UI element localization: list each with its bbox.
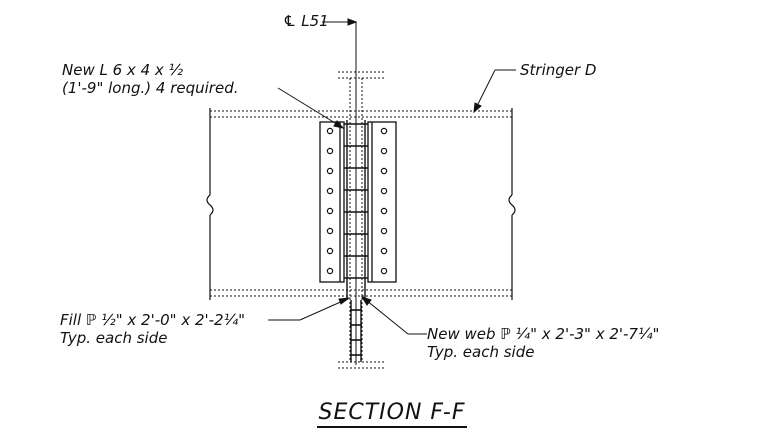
- left-angle: [319, 121, 345, 283]
- stringer-label: Stringer D: [520, 61, 597, 79]
- bolt-holes-left: [326, 127, 334, 275]
- leader-fill: [268, 297, 351, 321]
- web-hatching: [344, 123, 368, 356]
- stringer-right-end: [508, 108, 516, 300]
- stringer-bottom-flange: [210, 289, 512, 297]
- right-angle: [367, 121, 397, 283]
- fill-label-line2: Typ. each side: [60, 329, 168, 347]
- web-label-line2: Typ. each side: [427, 343, 535, 361]
- centerline-label: ℄ L51: [283, 12, 329, 30]
- floorbeam-top-flange: [338, 71, 386, 79]
- web-label-line1: New web ℙ ¼" x 2'-3" x 2'-7¼": [427, 325, 660, 343]
- floorbeam-bottom-flange: [338, 361, 386, 369]
- fill-label-line1: Fill ℙ ½" x 2'-0" x 2'-2¼": [60, 311, 246, 329]
- section-title-text: SECTION F-F: [316, 400, 468, 428]
- section-title: SECTION F-F: [0, 400, 784, 428]
- angle-label-line1: New L 6 x 4 x ½: [62, 61, 184, 79]
- bolt-holes-right: [380, 127, 388, 275]
- leader-centerline: [322, 18, 358, 26]
- leader-stringer: [473, 69, 516, 114]
- leader-angle: [277, 87, 345, 129]
- leader-web: [360, 296, 427, 335]
- angle-label-line2: (1'-9" long.) 4 required.: [62, 79, 239, 97]
- web-plate: [349, 78, 363, 362]
- stringer-left-end: [206, 108, 214, 300]
- stringer-top-flange: [210, 110, 512, 118]
